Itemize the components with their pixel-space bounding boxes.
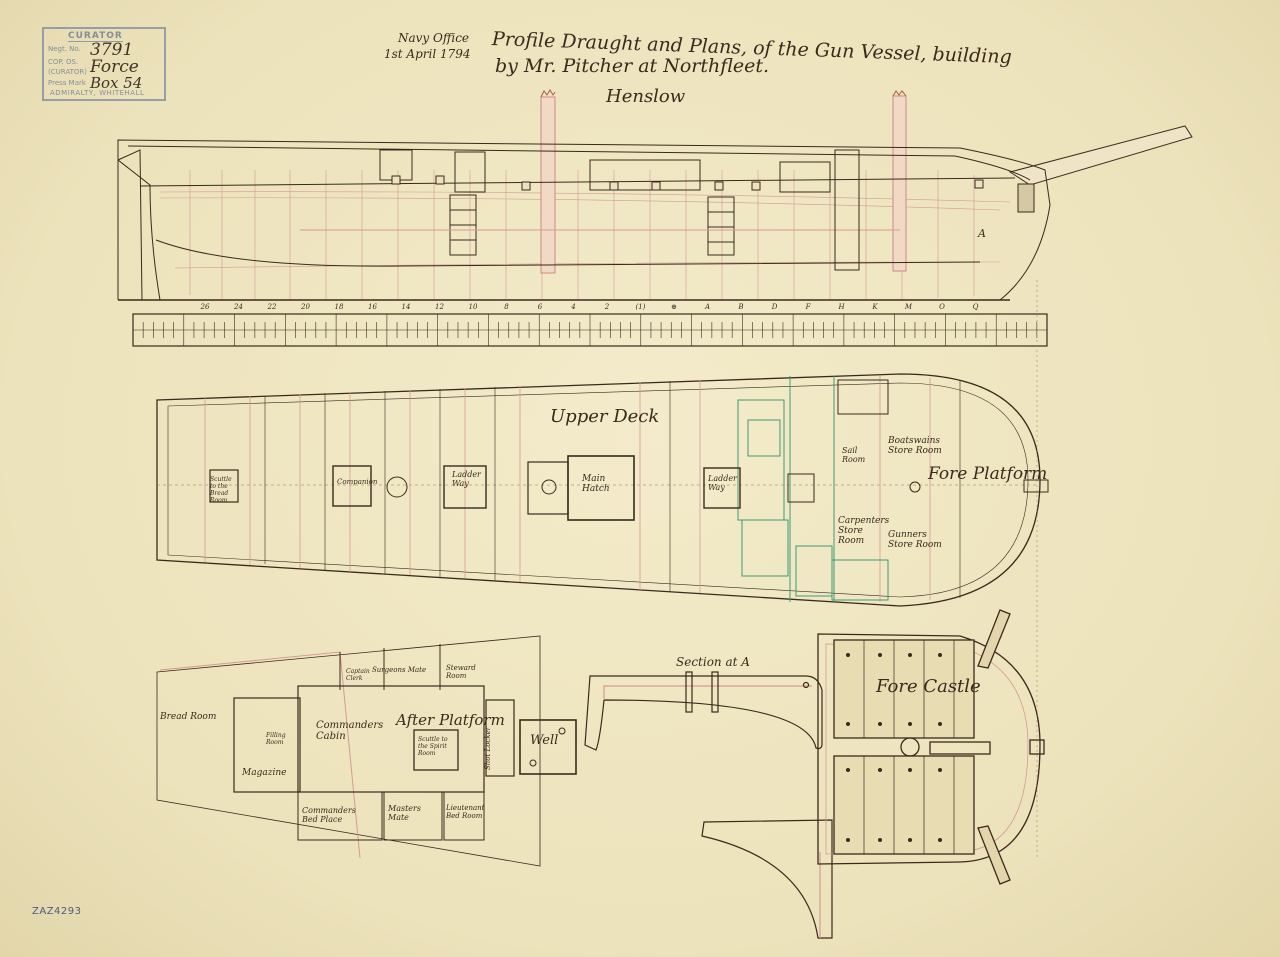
date-line: 1st April 1794 bbox=[384, 47, 471, 61]
station-label: H bbox=[837, 303, 845, 311]
well-label: Well bbox=[530, 733, 559, 748]
room-ladder-way-fore: Ladder Way bbox=[708, 474, 737, 492]
room-sail-room: Sail Room bbox=[842, 446, 866, 464]
stamp-inscription: Force bbox=[90, 57, 139, 77]
station-label: 4 bbox=[570, 303, 575, 311]
room-carpenters: Carpenters Store Room bbox=[838, 516, 890, 546]
scale-ruler bbox=[132, 313, 1048, 347]
reference-number: ZAZ4293 bbox=[32, 906, 82, 917]
room-ladder-way: Ladder Way bbox=[452, 470, 481, 488]
room-filling: Filling Room bbox=[266, 732, 286, 746]
station-label: 24 bbox=[233, 303, 243, 311]
section-label: Section at A bbox=[676, 655, 750, 669]
stamp-inscription: 3791 bbox=[90, 40, 134, 60]
room-steward: Steward Room bbox=[446, 664, 476, 680]
station-label: Q bbox=[973, 303, 979, 311]
station-label: 8 bbox=[504, 303, 509, 311]
station-label: 10 bbox=[469, 303, 478, 311]
stamp-line: COP. OS. bbox=[48, 58, 79, 66]
section-at-a bbox=[584, 671, 833, 939]
bowsprit bbox=[1008, 125, 1193, 186]
stamp-line: Press Mark bbox=[48, 79, 86, 87]
station-label: 12 bbox=[435, 303, 444, 311]
room-bread-room: Bread Room bbox=[160, 712, 217, 722]
title-line-2: by Mr. Pitcher at Northfleet. bbox=[495, 55, 770, 77]
station-label: 22 bbox=[267, 303, 277, 311]
station-label: 18 bbox=[335, 303, 344, 311]
station-label: 20 bbox=[300, 303, 310, 311]
station-label: (1) bbox=[636, 303, 646, 311]
room-shot-locker: Shot Locker bbox=[484, 726, 492, 770]
stamp-footer: ADMIRALTY, WHITEHALL bbox=[50, 89, 145, 97]
ladder-fore bbox=[707, 196, 735, 256]
station-label: D bbox=[771, 303, 778, 311]
station-label: 2 bbox=[604, 303, 610, 311]
station-label: K bbox=[871, 303, 878, 311]
store-rooms-green bbox=[737, 376, 889, 602]
upper-deck-plan bbox=[156, 373, 1049, 607]
room-boatswains: Boatswains Store Room bbox=[888, 436, 942, 456]
room-captain-clerk: Captain Clerk bbox=[346, 668, 370, 682]
station-label: ⊕ bbox=[671, 303, 677, 311]
station-labels: 26 24 22 20 18 16 14 12 10 8 6 4 2 (1) ⊕ A B D F H K M O Q bbox=[200, 303, 979, 311]
room-masters-mate: Masters Mate bbox=[388, 804, 421, 822]
station-label: O bbox=[939, 303, 945, 311]
room-surgeons-mate: Surgeons Mate bbox=[372, 666, 427, 674]
masts bbox=[540, 89, 907, 274]
hull-profile bbox=[117, 139, 1051, 301]
after-platform-plan bbox=[156, 635, 577, 867]
fore-castle-plan bbox=[817, 609, 1045, 885]
station-label: A bbox=[704, 303, 710, 311]
ladder-aft bbox=[449, 194, 477, 256]
room-commanders-bed: Commanders Bed Place bbox=[302, 806, 356, 824]
office-line: Navy Office bbox=[398, 31, 470, 45]
room-companion: Companion bbox=[337, 478, 378, 486]
room-scuttle-spirit: Scuttle to the Spirit Room bbox=[418, 736, 448, 757]
upper-deck-label: Upper Deck bbox=[550, 406, 660, 427]
station-label: 14 bbox=[402, 303, 411, 311]
station-label: M bbox=[904, 303, 913, 311]
station-label: 6 bbox=[538, 303, 543, 311]
profile-stations bbox=[159, 170, 1011, 300]
stamp-line: (CURATOR) bbox=[48, 68, 87, 76]
fore-platform-label: Fore Platform bbox=[928, 464, 1048, 484]
stamp-line: Negt. No. bbox=[48, 45, 81, 53]
room-lieutenant-bed: Lieutenant Bed Room bbox=[446, 804, 485, 820]
profile-draught bbox=[117, 89, 1193, 301]
stamp-inscription: Box 54 bbox=[90, 74, 143, 92]
station-label: 16 bbox=[368, 303, 377, 311]
signature: Henslow bbox=[606, 86, 686, 107]
room-gunners: Gunners Store Room bbox=[888, 530, 942, 550]
curator-stamp: CURATOR Negt. No. COP. OS. (CURATOR) Pre… bbox=[42, 27, 166, 101]
deck-beams bbox=[204, 376, 931, 602]
room-commanders-cabin: Commanders Cabin bbox=[316, 720, 384, 742]
room-scuttle-bread: Scuttle to the Bread Room bbox=[210, 476, 232, 504]
station-label: B bbox=[737, 303, 743, 311]
marker-a: A bbox=[978, 227, 986, 240]
after-platform-label: After Platform bbox=[396, 711, 505, 729]
stamp-header: CURATOR bbox=[68, 31, 123, 42]
fore-castle-bolts bbox=[846, 653, 942, 842]
room-main-hatch: Main Hatch bbox=[582, 474, 610, 494]
fore-castle-label: Fore Castle bbox=[876, 676, 981, 697]
room-magazine: Magazine bbox=[242, 768, 287, 778]
station-label: F bbox=[805, 303, 812, 311]
station-label: 26 bbox=[200, 303, 210, 311]
